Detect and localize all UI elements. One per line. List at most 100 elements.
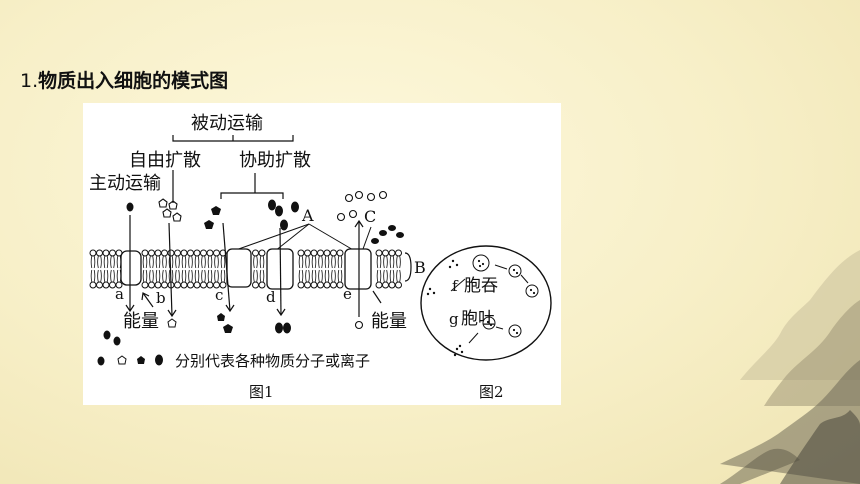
lipid-head [310,249,318,257]
carrier-protein-e [344,248,372,290]
lipid-tail [220,255,226,269]
title-text: 物质出入细胞的模式图 [38,70,229,92]
lipid-tail [331,269,336,283]
lipid-tail [337,269,343,283]
lipid-head [336,281,344,289]
lipid-tail [305,255,310,269]
label-c: c [215,286,223,304]
lipid-tail [376,255,382,269]
lipid-head [323,281,331,289]
molecule-solid-bean [268,199,276,211]
lipid-head [102,249,110,257]
lipid-tail [188,255,193,269]
molecule-solid-bean [275,322,283,334]
lipid-tail [331,255,336,269]
lipid-tail [188,269,193,283]
lipid-head [258,249,266,257]
lipid-tail [259,255,265,269]
protein-A-pointers [232,223,356,252]
figure-svg: 被动运输 自由扩散 协助扩散 主动运输 A [89,113,552,401]
lipid-tail [298,269,304,283]
lipid-head [323,249,331,257]
lipid-head [96,281,103,289]
lipid-head [154,249,162,257]
molecule-solid-pentagon [217,313,225,321]
lipid-head [148,249,155,257]
label-facilitated-diffusion: 协助扩散 [239,150,311,171]
label-g: g [449,310,459,328]
lipid-tail [175,269,180,283]
lipid-tail [383,269,388,283]
lipid-tail [142,255,148,269]
molecule-solid-pentagon [223,324,233,333]
lipid-tail [97,255,102,269]
lipid-tail [311,255,317,269]
C-pointer [362,226,372,250]
lipid-tail [389,255,395,269]
lipid-head [304,281,311,289]
lipid-head [174,249,181,257]
lipid-tail [142,269,148,283]
lipid-head [148,281,155,289]
lipid-head [187,281,194,289]
lipid-head [180,249,188,257]
label-d: d [266,288,276,306]
lipid-tail [214,269,219,283]
lipid-head [174,281,181,289]
lipid-head [330,249,337,257]
lipid-tail [214,255,219,269]
lipid-tail [324,269,330,283]
lipid-head [200,281,207,289]
lipid-head [375,249,383,257]
slide-title: 1.物质出入细胞的模式图 [20,66,228,93]
lipid-tail [162,255,167,269]
channel-protein [226,248,252,288]
lipid-tail [110,269,115,283]
lipid-head [252,249,259,257]
lipid-head [252,281,259,289]
lipid-head [317,281,324,289]
lipid-tail [194,255,200,269]
passive-bracket [172,135,294,142]
lipid-head [200,249,207,257]
lipid-tail [318,255,323,269]
lipid-tail [97,269,102,283]
lipid-tail [181,255,187,269]
landscape-decoration [720,250,860,484]
lipid-tail [324,255,330,269]
molecule-solid-pentagon [211,206,221,215]
lipid-head [102,281,110,289]
lipid-tail [168,269,174,283]
lipid-head [161,281,168,289]
lipid-tail [337,255,343,269]
membrane-proteins [120,248,372,290]
vesicle-particles [426,259,536,357]
lipid-head [388,249,396,257]
lipid-tail [103,269,109,283]
molecule-solid-bean [283,322,291,334]
lipid-head [382,281,389,289]
lipid-head [258,281,266,289]
molecule-solid-bean [275,205,283,217]
lipid-tail [155,269,161,283]
lipid-head [375,281,383,289]
label-exocytosis: 胞吐 [461,309,495,329]
lipid-head [206,281,214,289]
lipid-tail [155,255,161,269]
molecule-open-pentagon [167,318,177,328]
lipid-head [193,281,201,289]
lipid-head [193,249,201,257]
lipid-head [388,281,396,289]
lipid-head [336,249,344,257]
molecule-solid-bean [291,201,299,213]
label-energy-right: 能量 [371,311,407,332]
lipid-tail [259,269,265,283]
lipid-tail [116,255,122,269]
lipid-tail [162,269,167,283]
lipid-tail [175,255,180,269]
lipid-head [89,249,97,257]
molecule-solid-bean [280,219,288,231]
carrier-protein-a [120,250,142,286]
lipid-tail [253,269,258,283]
lipid-tail [110,255,115,269]
